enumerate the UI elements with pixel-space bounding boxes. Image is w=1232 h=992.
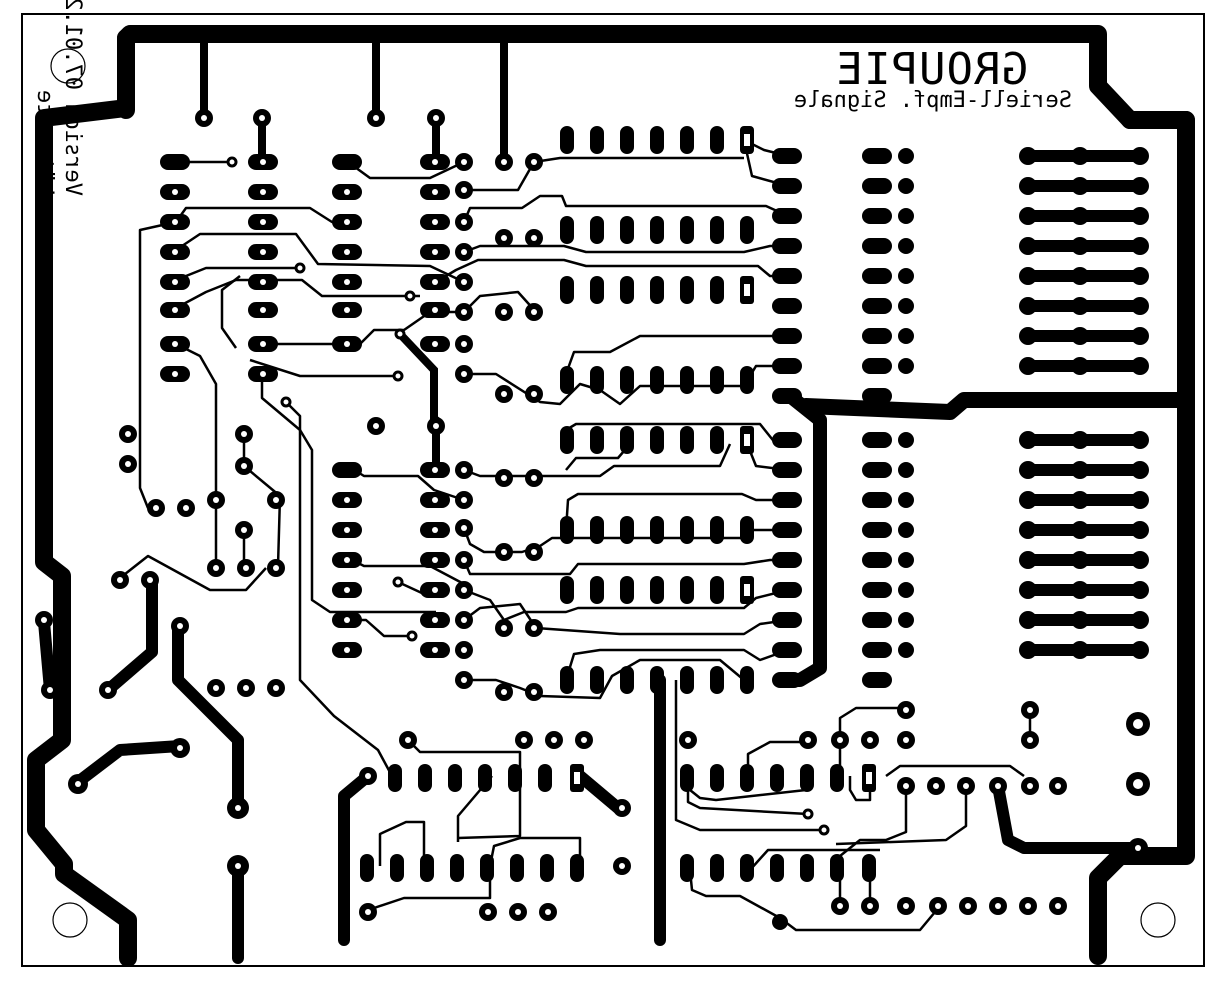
small-vias bbox=[226, 156, 830, 836]
power-traces bbox=[38, 576, 1144, 964]
side-line: Lötseite bbox=[32, 90, 57, 196]
version-label: Version 07.01.2006 Lötseite bbox=[30, 0, 86, 196]
mounting-holes bbox=[50, 48, 1176, 938]
array-pads bbox=[360, 126, 876, 882]
signal-traces bbox=[119, 138, 1032, 932]
pin-one-markers bbox=[574, 134, 872, 784]
version-line: Version 07.01.2006 bbox=[60, 0, 85, 196]
drill-holes bbox=[41, 115, 1143, 915]
ground-bus bbox=[27, 25, 1195, 967]
pads bbox=[160, 148, 892, 688]
board-subtitle: Seriell-Empf. Signale bbox=[793, 88, 1072, 113]
